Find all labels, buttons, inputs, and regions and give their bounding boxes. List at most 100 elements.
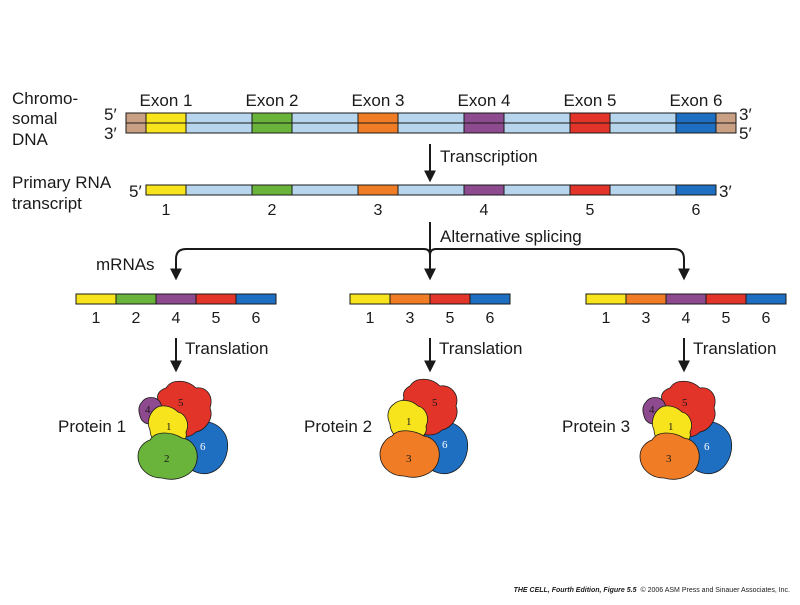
protein-3-structure: 5 4 1 3 6 — [639, 380, 733, 480]
rna-exon-6 — [675, 184, 717, 196]
chromosomal-dna — [125, 112, 737, 134]
protein-3-domain-3 — [639, 432, 700, 480]
protein-2-label: Protein 2 — [304, 417, 372, 436]
rna-exon-3 — [357, 184, 399, 196]
rna-exon-6-number: 6 — [692, 202, 701, 219]
protein-2-domain-3-num: 3 — [406, 453, 412, 465]
primary-rna-label-2: transcript — [12, 194, 82, 213]
mrna-3-exon-4-number: 4 — [682, 310, 691, 327]
mrna-2-exon-6 — [469, 293, 511, 305]
protein-3-domain-1-num: 1 — [668, 421, 674, 433]
dna-top-three-prime: 3′ — [739, 105, 752, 124]
mrna-1-exon-5-number: 5 — [212, 310, 221, 327]
dna-exon-1-strand-1 — [145, 112, 187, 124]
dna-flank-left-1 — [125, 112, 147, 124]
chromosomal-dna-label-1: Chromo- — [12, 89, 78, 108]
mrna-3-exon-6 — [745, 293, 787, 305]
rna-exon-4-number: 4 — [480, 202, 489, 219]
protein-3-domain-3-num: 3 — [666, 453, 672, 465]
alternative-splicing-label: Alternative splicing — [440, 227, 582, 246]
protein-1-structure: 5 4 1 2 6 — [137, 380, 229, 480]
mrna-3-exon-5 — [705, 293, 747, 305]
figure-credit: THE CELL, Fourth Edition, Figure 5.5© 20… — [514, 586, 790, 594]
dna-flank-right-2 — [715, 122, 737, 134]
exon-5-label: Exon 5 — [564, 91, 617, 110]
mrna-1-exon-6 — [235, 293, 277, 305]
dna-exon-3-strand-1 — [357, 112, 399, 124]
dna-exon-5-strand-1 — [569, 112, 611, 124]
mrna-2-exon-5-number: 5 — [446, 310, 455, 327]
mrna-3-exon-5-number: 5 — [722, 310, 731, 327]
mrna-3-exon-4 — [665, 293, 707, 305]
mrna-1: 1 2 4 5 6 — [75, 293, 277, 327]
protein-2-domain-5-num: 5 — [432, 397, 438, 409]
figure-credit-book: THE CELL, Fourth Edition, Figure 5.5 — [514, 587, 637, 594]
dna-intron-strand-2 — [145, 122, 717, 134]
mrna-2-exon-3-number: 3 — [406, 310, 415, 327]
mrna-3-exon-1 — [585, 293, 627, 305]
dna-exon-4-strand-1 — [463, 112, 505, 124]
protein-3-label: Protein 3 — [562, 417, 630, 436]
mrna-1-exon-6-number: 6 — [252, 310, 261, 327]
chromosomal-dna-label-2: somal — [12, 109, 57, 128]
exon-4-label: Exon 4 — [458, 91, 511, 110]
exon-3-label: Exon 3 — [352, 91, 405, 110]
protein-2-domain-6-num: 6 — [442, 439, 448, 451]
protein-2-structure: 5 1 3 6 — [379, 378, 469, 478]
protein-3-domain-6-num: 6 — [704, 441, 710, 453]
mrna-2-exon-6-number: 6 — [486, 310, 495, 327]
rna-exon-5 — [569, 184, 611, 196]
protein-1-domain-1-num: 1 — [166, 421, 172, 433]
dna-intron-strand-1 — [145, 112, 717, 124]
mrna-1-exon-1 — [75, 293, 117, 305]
dna-flank-left-2 — [125, 122, 147, 134]
rna-three-prime: 3′ — [719, 182, 732, 201]
translation-label-2: Translation — [439, 339, 522, 358]
mrna-2-exon-1 — [349, 293, 391, 305]
splicing-arrow-left — [170, 248, 431, 281]
primary-rna-label-1: Primary RNA — [12, 173, 112, 192]
protein-1-domain-2 — [137, 432, 198, 480]
transcription-label: Transcription — [440, 147, 538, 166]
dna-exon-2-strand-1 — [251, 112, 293, 124]
rna-intron-background — [145, 184, 717, 196]
dna-exon-2-strand-2 — [251, 122, 293, 134]
mrna-3-exon-1-number: 1 — [602, 310, 611, 327]
mrna-2-exon-3 — [389, 293, 431, 305]
exon-2-label: Exon 2 — [246, 91, 299, 110]
rna-exon-1-number: 1 — [162, 202, 171, 219]
dna-bottom-five-prime: 5′ — [739, 124, 752, 143]
dna-exon-5-strand-2 — [569, 122, 611, 134]
primary-rna-transcript — [145, 184, 717, 196]
rna-exon-2-number: 2 — [268, 202, 277, 219]
protein-2-domain-1-num: 1 — [406, 416, 412, 428]
protein-1-domain-5-num: 5 — [178, 397, 184, 409]
dna-top-five-prime: 5′ — [104, 105, 117, 124]
mrna-2-exon-1-number: 1 — [366, 310, 375, 327]
dna-flank-right-1 — [715, 112, 737, 124]
mrna-1-exon-4 — [155, 293, 197, 305]
mrna-1-exon-1-number: 1 — [92, 310, 101, 327]
translation-label-1: Translation — [185, 339, 268, 358]
protein-3-domain-4-num: 4 — [649, 404, 655, 416]
mrna-1-exon-2 — [115, 293, 157, 305]
rna-exon-2 — [251, 184, 293, 196]
mrna-2-exon-5 — [429, 293, 471, 305]
dna-exon-4-strand-2 — [463, 122, 505, 134]
mrna-2: 1 3 5 6 — [349, 293, 511, 327]
figure-credit-rest: © 2006 ASM Press and Sinauer Associates,… — [640, 586, 790, 594]
dna-exon-6-strand-2 — [675, 122, 717, 134]
mrna-1-exon-2-number: 2 — [132, 310, 141, 327]
splicing-arrow-right — [429, 248, 690, 281]
protein-1-domain-4-num: 4 — [145, 404, 151, 416]
rna-five-prime: 5′ — [129, 182, 142, 201]
rna-exon-4 — [463, 184, 505, 196]
translation-label-3: Translation — [693, 339, 776, 358]
mrna-1-exon-4-number: 4 — [172, 310, 181, 327]
protein-1-domain-6-num: 6 — [200, 441, 206, 453]
protein-1-label: Protein 1 — [58, 417, 126, 436]
mrna-3-exon-3-number: 3 — [642, 310, 651, 327]
